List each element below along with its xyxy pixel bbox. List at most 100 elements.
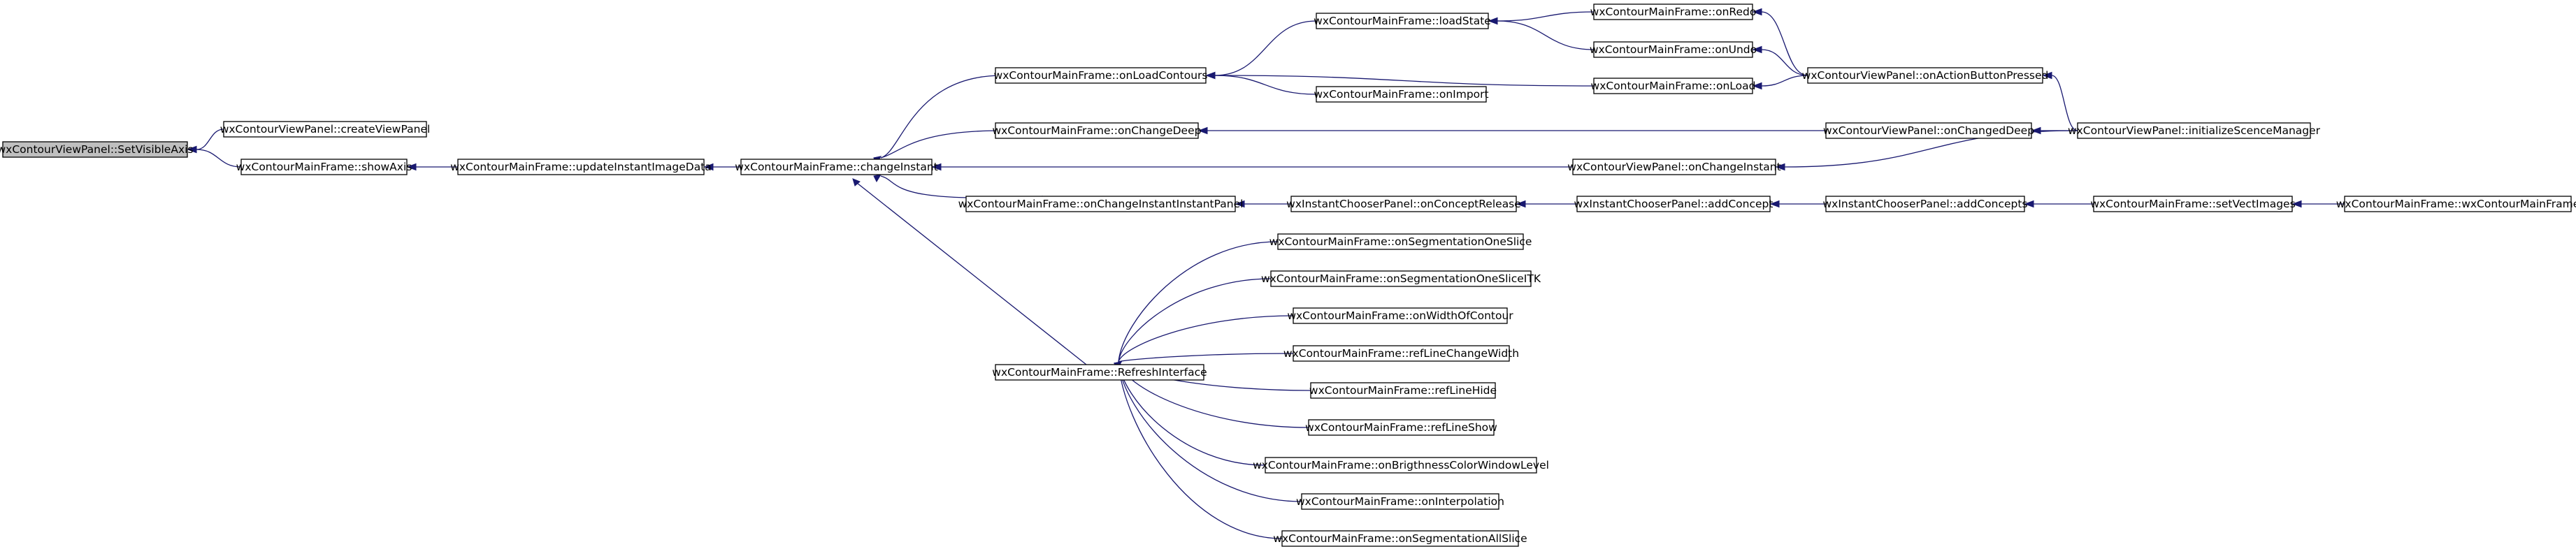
edge-n18-to-n7 — [1235, 200, 1291, 208]
node-label: wxContourMainFrame::refLineChangeWidth — [1283, 347, 1519, 360]
node-label: wxContourMainFrame::onImport — [1314, 88, 1488, 101]
edge-n30-to-n8 — [1114, 361, 1302, 502]
edge-line — [196, 129, 224, 150]
arrowhead — [873, 174, 882, 183]
caller-node[interactable]: wxContourMainFrame::refLineShow — [1305, 419, 1497, 436]
caller-node[interactable]: wxContourMainFrame::refLineChangeWidth — [1283, 345, 1519, 362]
node-label: wxContourMainFrame::RefreshInterface — [992, 366, 1207, 379]
caller-node[interactable]: wxInstantChooserPanel::onConceptRelease — [1286, 196, 1521, 212]
arrowhead — [1752, 45, 1762, 54]
arrowhead — [1488, 17, 1498, 25]
caller-node[interactable]: wxContourMainFrame::wxContourMainFrame — [2336, 196, 2576, 212]
caller-node[interactable]: wxContourMainFrame::onRedo — [1590, 3, 1757, 20]
node-label: wxInstantChooserPanel::onConceptRelease — [1286, 198, 1521, 210]
caller-node[interactable]: wxContourViewPanel::onChangeInstant — [1567, 159, 1781, 175]
node-label: wxContourMainFrame::updateInstantImageDa… — [450, 161, 712, 173]
node-box — [1572, 159, 1776, 175]
arrowhead — [2291, 200, 2302, 208]
caller-node[interactable]: wxContourMainFrame::showAxis — [236, 159, 412, 175]
arrowhead — [2042, 71, 2052, 80]
node-box — [1825, 122, 2032, 139]
node-box — [1265, 457, 1537, 474]
caller-node[interactable]: wxContourMainFrame::onSegmentationOneSli… — [1269, 233, 1532, 250]
arrowhead — [2031, 126, 2041, 135]
edge-n22-to-n21 — [2291, 200, 2345, 208]
node-label: wxContourViewPanel::initializeScenceMana… — [2068, 124, 2321, 137]
caller-node[interactable]: wxContourMainFrame::onLoad — [1591, 78, 1756, 94]
arrowhead — [931, 163, 942, 171]
node-label: wxContourMainFrame::wxContourMainFrame — [2336, 198, 2576, 210]
caller-node[interactable]: wxContourMainFrame::updateInstantImageDa… — [450, 159, 712, 175]
node-box — [240, 159, 408, 175]
caller-node[interactable]: wxContourMainFrame::RefreshInterface — [992, 364, 1207, 381]
caller-node[interactable]: wxContourMainFrame::onChangeInstantInsta… — [958, 196, 1244, 212]
edge-n4-to-n3 — [703, 163, 741, 171]
node-box — [1277, 233, 1524, 250]
edge-n15-to-n6 — [1197, 126, 1826, 135]
caller-node[interactable]: wxContourMainFrame::onSegmentationOneSli… — [1261, 270, 1541, 287]
node-label: wxContourMainFrame::onSegmentationOneSli… — [1261, 272, 1541, 285]
caller-node[interactable]: wxContourViewPanel::onActionButtonPresse… — [1802, 67, 2049, 84]
caller-node[interactable]: wxInstantChooserPanel::addConcept — [1574, 196, 1773, 212]
caller-node[interactable]: wxContourMainFrame::onInterpolation — [1296, 493, 1504, 510]
caller-node[interactable]: wxContourViewPanel::createViewPanel — [220, 121, 431, 138]
node-box — [1593, 41, 1753, 58]
node-label: wxContourMainFrame::onUndo — [1590, 43, 1757, 56]
edge-n14-to-n13 — [1752, 75, 1808, 90]
caller-node[interactable]: wxContourMainFrame::changeInstant — [735, 159, 938, 175]
arrowhead — [406, 163, 417, 171]
nodes-layer: wxContourViewPanel::SetVisibleAxiswxCont… — [0, 3, 2576, 547]
arrowhead — [1516, 200, 1526, 208]
caller-node[interactable]: wxContourMainFrame::onBrigthnessColorWin… — [1253, 457, 1549, 474]
edge-line — [1497, 20, 1595, 50]
arrowhead — [1205, 71, 1216, 80]
node-label: wxContourMainFrame::onLoad — [1591, 80, 1756, 92]
node-box — [1316, 13, 1489, 29]
edge-line — [1214, 75, 1595, 87]
arrowhead — [187, 145, 197, 154]
edge-line — [1761, 49, 1808, 76]
node-box — [1807, 67, 2043, 84]
edge-n25-to-n8 — [1114, 315, 1294, 370]
edge-line — [1761, 75, 1808, 87]
edge-line — [2051, 75, 2078, 131]
node-box — [1301, 493, 1499, 510]
caller-node[interactable]: wxContourMainFrame::onChangeDeep — [993, 122, 1202, 139]
edge-line — [1497, 11, 1595, 22]
caller-node[interactable]: wxContourMainFrame::refLineHide — [1309, 382, 1497, 399]
node-box — [1593, 3, 1753, 20]
node-box — [1825, 196, 2025, 212]
caller-node[interactable]: wxInstantChooserPanel::addConcepts — [1822, 196, 2028, 212]
arrowhead — [1235, 200, 1245, 208]
edge-line — [880, 75, 1003, 159]
caller-node[interactable]: wxContourMainFrame::onLoadContours — [994, 67, 1208, 84]
node-box — [1576, 196, 1771, 212]
node-box — [1281, 530, 1519, 547]
caller-node[interactable]: wxContourMainFrame::onSegmentationAllSli… — [1273, 530, 1527, 547]
node-label: wxContourMainFrame::onBrigthnessColorWin… — [1253, 459, 1549, 471]
node-label: wxContourMainFrame::refLineShow — [1305, 421, 1497, 434]
edge-n11-to-n9 — [1488, 11, 1595, 25]
edge-n23-to-n8 — [1114, 241, 1279, 370]
root-node[interactable]: wxContourViewPanel::SetVisibleAxis — [0, 141, 194, 158]
node-label: wxContourMainFrame::onChangeDeep — [993, 124, 1202, 137]
caller-node[interactable]: wxContourViewPanel::onChangedDeep — [1823, 122, 2034, 139]
caller-node[interactable]: wxContourMainFrame::onImport — [1314, 86, 1489, 103]
caller-node[interactable]: wxContourMainFrame::loadState — [1314, 13, 1491, 29]
edge-line — [1118, 361, 1283, 539]
node-box — [1310, 382, 1496, 399]
caller-node[interactable]: wxContourMainFrame::onUndo — [1590, 41, 1757, 58]
caller-node[interactable]: wxContourMainFrame::setVectImages — [2090, 196, 2296, 212]
node-label: wxContourViewPanel::createViewPanel — [220, 123, 431, 136]
arrowhead — [2024, 200, 2034, 208]
edge-line — [1118, 241, 1279, 363]
edge-line — [1214, 20, 1317, 76]
arrowhead — [1752, 82, 1762, 90]
node-label: wxContourMainFrame::onChangeInstantInsta… — [958, 198, 1244, 210]
node-box — [223, 121, 427, 138]
caller-node[interactable]: wxContourViewPanel::initializeScenceMana… — [2068, 122, 2321, 139]
edge-n2-to-n0 — [187, 145, 242, 168]
caller-node[interactable]: wxContourMainFrame::onWidthOfContour — [1287, 307, 1513, 324]
edge-n3-to-n2 — [406, 163, 458, 171]
